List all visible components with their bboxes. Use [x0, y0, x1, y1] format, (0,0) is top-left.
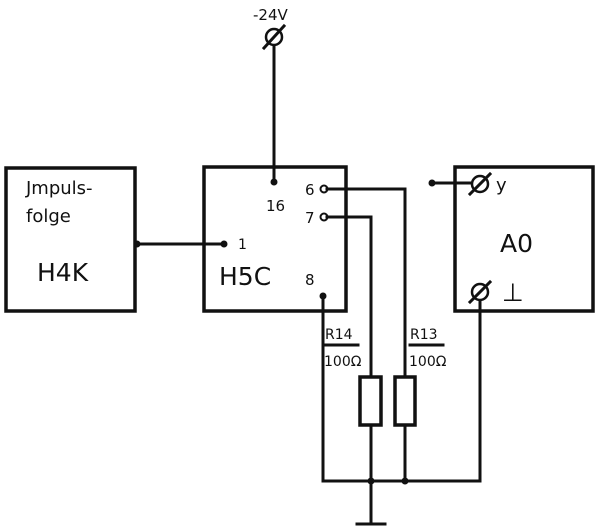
supply-terminal-slash — [261, 23, 287, 51]
wire-pin6-to-r13 — [325, 187, 407, 379]
r13-value: 100Ω — [409, 354, 447, 370]
wire-pin7-to-r14 — [325, 215, 373, 379]
ao-input-label: y — [496, 175, 507, 196]
ao-ground-symbol: ⊥ — [502, 278, 524, 307]
resistor-r13: R13 100Ω — [393, 327, 447, 483]
block-h4k: Jmpuls- folge H4K — [4, 166, 137, 313]
r14-body — [358, 375, 383, 427]
h5c-pin16-label: 16 — [266, 197, 285, 215]
ao-input-dot — [428, 179, 436, 187]
supply-terminal: -24V — [253, 6, 288, 186]
r13-body — [393, 375, 417, 427]
pin16-dot — [270, 178, 278, 186]
r13-name: R13 — [410, 327, 438, 343]
h5c-pin6-label: 6 — [305, 181, 315, 199]
r14-name: R14 — [325, 327, 353, 343]
h5c-name: H5C — [219, 262, 271, 291]
h4k-line2: folge — [26, 206, 71, 227]
ao-input-terminal-slash — [467, 171, 493, 197]
r14-value: 100Ω — [324, 354, 362, 370]
h5c-pin1-label: 1 — [238, 237, 247, 253]
resistor-r14: R14 100Ω — [323, 327, 383, 483]
h4k-output-dot — [133, 240, 141, 248]
supply-label: -24V — [253, 6, 288, 24]
ao-ground-terminal-slash — [467, 279, 493, 305]
block-h5c: 16 1 6 7 8 H5C — [202, 165, 348, 313]
h5c-pin7-label: 7 — [305, 209, 315, 227]
block-ao: y A0 ⊥ — [428, 165, 595, 313]
h5c-pin8-label: 8 — [305, 271, 315, 289]
h5c-box — [202, 165, 348, 313]
h4k-name: H4K — [37, 258, 89, 287]
pin1-dot — [220, 240, 228, 248]
ao-box — [453, 165, 595, 313]
h4k-line1: Jmpuls- — [25, 178, 93, 199]
ao-name: A0 — [500, 229, 533, 258]
bus-junction-r13 — [401, 477, 409, 485]
h4k-box — [4, 166, 137, 313]
